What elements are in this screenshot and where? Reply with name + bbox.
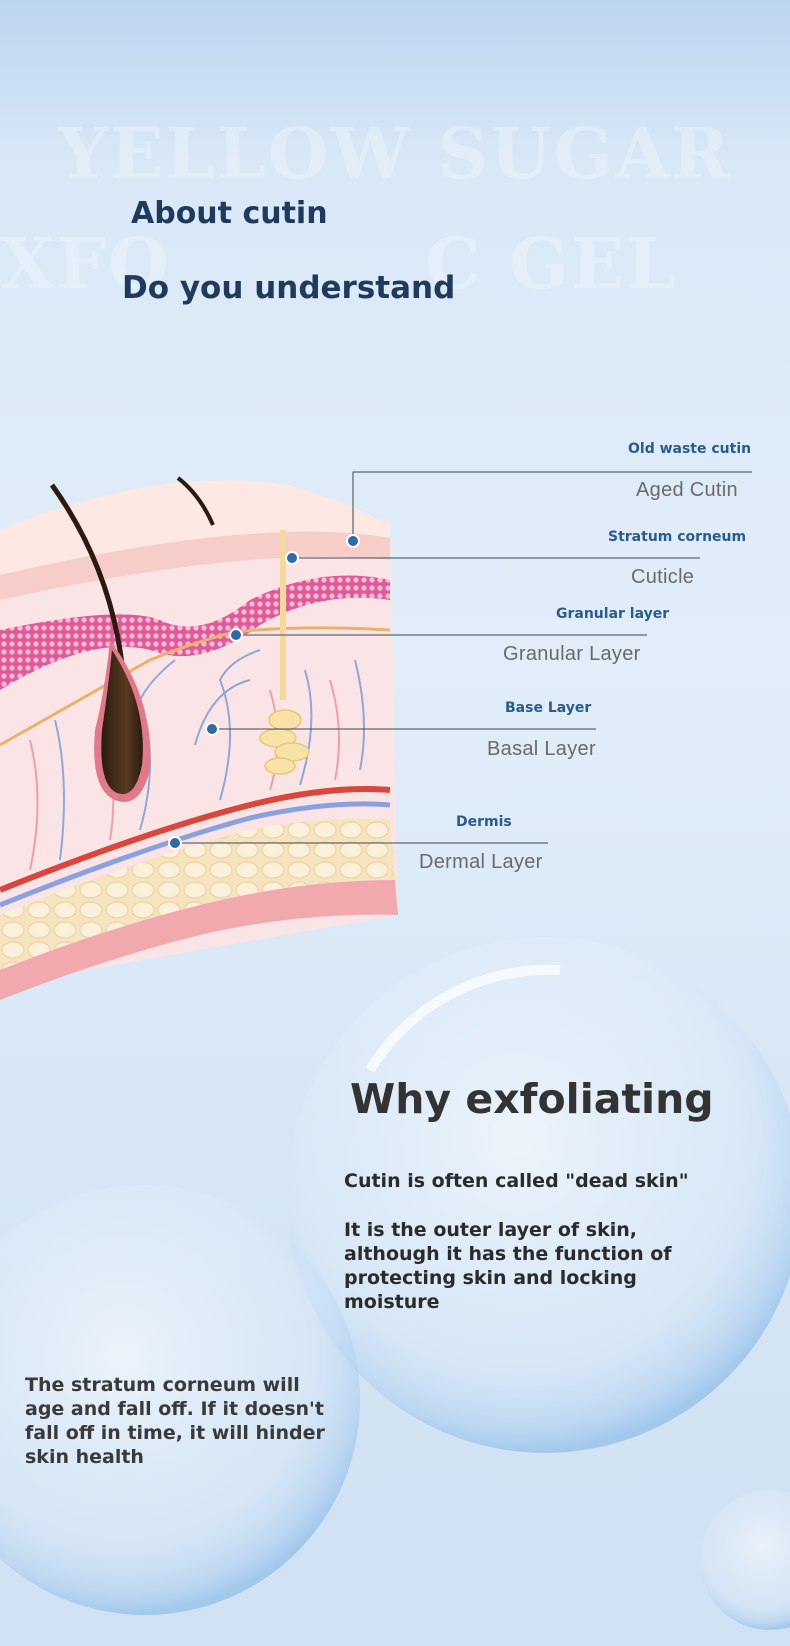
large-bubble (287, 937, 790, 1453)
granular-band (0, 575, 390, 690)
watermark-line1: YELLOW SUGAR (58, 112, 732, 195)
aging-text: The stratum corneum will age and fall of… (25, 1374, 325, 1468)
watermark-line2b: C GEL (425, 222, 678, 305)
left-bubble (0, 1185, 360, 1615)
why-heading: Why exfoliating (350, 1075, 714, 1123)
small-bubble (700, 1490, 790, 1630)
fat-layer (0, 818, 395, 970)
label-stratum-corneum: Stratum corneum (608, 529, 747, 545)
why-paragraph-2: It is the outer layer of skin, although … (344, 1219, 672, 1313)
label-old-waste-cutin: Old waste cutin (628, 441, 752, 457)
label-granular-layer-en: Granular layer (556, 606, 670, 622)
label-base-layer: Base Layer (505, 700, 592, 716)
marker-aged-cutin (346, 534, 360, 548)
label-granular-layer: Granular Layer (503, 643, 641, 665)
marker-dermal (168, 836, 182, 850)
stratum-corneum-layer (0, 480, 390, 575)
label-dermis: Dermis (456, 814, 512, 830)
intro-subtitle: Do you understand (122, 270, 456, 306)
watermark-line2a: XFO (0, 222, 171, 305)
label-basal-layer: Basal Layer (487, 738, 596, 760)
hair-bulb (101, 650, 143, 795)
marker-granular (229, 628, 243, 642)
label-dermal-layer: Dermal Layer (419, 851, 543, 873)
label-cuticle: Cuticle (631, 566, 695, 588)
intro-title: About cutin (131, 196, 328, 231)
marker-cuticle (285, 551, 299, 565)
marker-basal (205, 722, 219, 736)
label-aged-cutin: Aged Cutin (636, 479, 738, 501)
why-paragraph-1: Cutin is often called "dead skin" (344, 1170, 689, 1192)
